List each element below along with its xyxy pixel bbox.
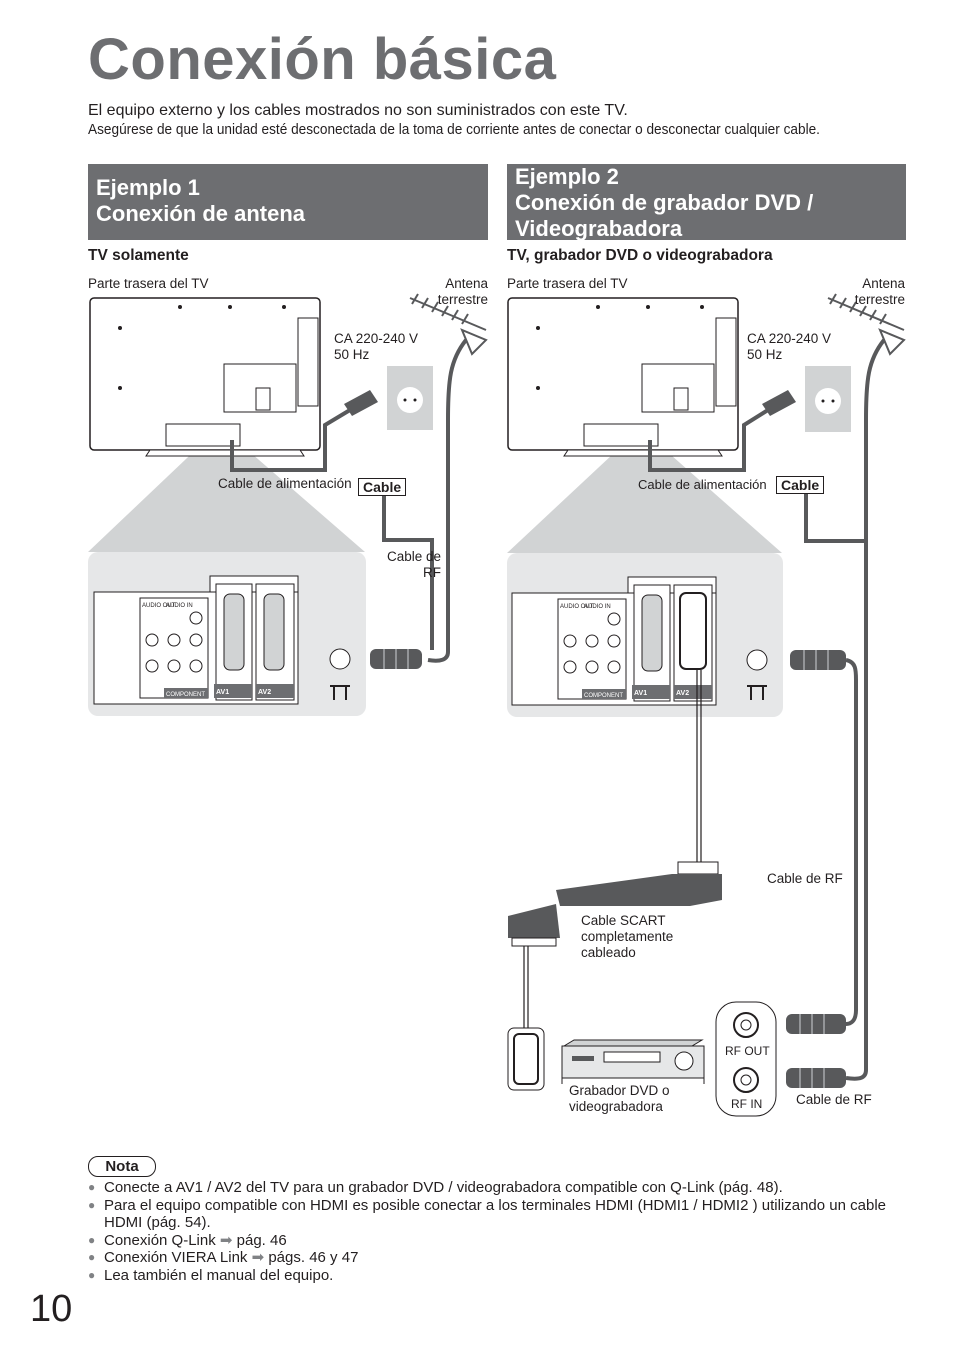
arrow-right-icon: ➡ <box>251 1249 265 1266</box>
note-item: Lea también el manual del equipo. <box>88 1267 908 1285</box>
qlink-text: Conexión Q-Link <box>104 1231 216 1249</box>
example2-diagram <box>507 293 906 1117</box>
example1-subtitle: TV solamente <box>88 247 189 264</box>
example2-antenna-label: Antena terrestre <box>855 276 905 308</box>
scart-cable-body <box>556 874 722 906</box>
example1-power-cable-label: Cable de alimentación <box>218 476 352 491</box>
example2-component-label: COMPONENT <box>584 693 623 699</box>
example1-rf-label: Cable de RF <box>387 549 441 581</box>
example2-av1-label: AV1 <box>634 690 647 697</box>
recorder-device <box>561 1039 705 1084</box>
example2-scart-label-1: Cable SCART <box>581 913 666 928</box>
example2-av2-label: AV2 <box>676 690 689 697</box>
example1-header-line2: Conexión de antena <box>96 201 306 226</box>
example1-av2-label: AV2 <box>258 689 271 696</box>
example1-audio-out-label: AUDIO OUT <box>142 603 176 609</box>
example2-scart-label-3: cableado <box>581 945 636 960</box>
note-item: Para el equipo compatible con HDMI es po… <box>88 1197 908 1232</box>
example1-cable-tag: Cable <box>358 478 407 496</box>
example1-rf-label-1: Cable de <box>386 549 441 564</box>
example2-antenna-label-2: terrestre <box>854 292 905 307</box>
note-title: Nota <box>88 1156 156 1177</box>
example2-power-label-2: 50 Hz <box>747 347 783 362</box>
page-number: 10 <box>30 1288 73 1330</box>
example2-scart-label: Cable SCART completamente cableado <box>581 913 673 961</box>
example2-audio-in-label: AUDIO IN <box>584 604 611 610</box>
arrow-right-icon: ➡ <box>219 1231 233 1249</box>
example2-rf-label-bottom: Cable de RF <box>796 1092 872 1107</box>
example2-power-cable-label: Cable de alimentación <box>638 477 767 492</box>
notes-list: Conecte a AV1 / AV2 del TV para un graba… <box>88 1179 908 1284</box>
intro-warning: Asegúrese de que la unidad esté desconec… <box>88 122 820 138</box>
example2-rear-label: Parte trasera del TV <box>507 276 628 291</box>
example2-power-label-1: CA 220-240 V <box>747 331 832 346</box>
example2-header-line2: Conexión de grabador DVD / <box>515 190 814 215</box>
rf-out-label: RF OUT <box>725 1044 770 1058</box>
example1-antenna-label-1: Antena <box>445 276 488 291</box>
example1-power-label-1: CA 220-240 V <box>334 331 419 346</box>
example1-antenna-label-2: terrestre <box>437 292 488 307</box>
example1-power-label: CA 220-240 V 50 Hz <box>334 331 418 363</box>
example1-header: Ejemplo 1 Conexión de antena <box>88 164 488 240</box>
example1-antenna <box>409 293 488 356</box>
example2-header: Ejemplo 2 Conexión de grabador DVD / Vid… <box>507 164 906 241</box>
example1-rear-label: Parte trasera del TV <box>88 276 209 291</box>
intro-text: El equipo externo y los cables mostrados… <box>88 102 628 119</box>
example1-rf-label-2: RF <box>423 565 441 580</box>
recorder-label-1: Grabador DVD o <box>569 1083 670 1098</box>
example2-header-line1: Ejemplo 2 <box>515 164 619 189</box>
recorder-label-2: videograbadora <box>569 1099 663 1114</box>
example1-av1-label: AV1 <box>216 689 229 696</box>
example2-power-label: CA 220-240 V 50 Hz <box>747 331 831 363</box>
example1-audio-in-label: AUDIO IN <box>166 603 193 609</box>
example2-rf-label-top: Cable de RF <box>767 871 843 886</box>
viera-text: Conexión VIERA Link <box>104 1249 248 1266</box>
example2-header-line3: Videograbadora <box>515 216 683 241</box>
viera-page-link: págs. 46 y 47 <box>268 1249 359 1266</box>
page-title: Conexión básica <box>88 27 557 92</box>
example1-header-line1: Ejemplo 1 <box>96 175 200 200</box>
example2-scart-label-2: completamente <box>581 929 674 944</box>
example1-component-label: COMPONENT <box>166 692 205 698</box>
recorder-label: Grabador DVD o videograbadora <box>569 1083 670 1115</box>
qlink-page-link: pág. 46 <box>236 1231 287 1249</box>
recorder-rf-terminals <box>715 1001 777 1117</box>
rf-in-label: RF IN <box>731 1097 763 1111</box>
example1-diagram <box>88 293 488 716</box>
note-item-qlink: Conexión Q-Link ➡ pág. 46 <box>88 1232 908 1250</box>
example2-cable-tag: Cable <box>776 476 825 494</box>
example2-antenna <box>827 293 906 356</box>
example2-subtitle: TV, grabador DVD o videograbadora <box>507 247 773 264</box>
note-item: Conecte a AV1 / AV2 del TV para un graba… <box>88 1179 908 1197</box>
example2-antenna-label-1: Antena <box>862 276 905 291</box>
note-item-viera: Conexión VIERA Link ➡ págs. 46 y 47 <box>88 1249 908 1267</box>
example1-power-label-2: 50 Hz <box>334 347 370 362</box>
example1-antenna-label: Antena terrestre <box>438 276 488 308</box>
example2-audio-out-label: AUDIO OUT <box>560 604 594 610</box>
